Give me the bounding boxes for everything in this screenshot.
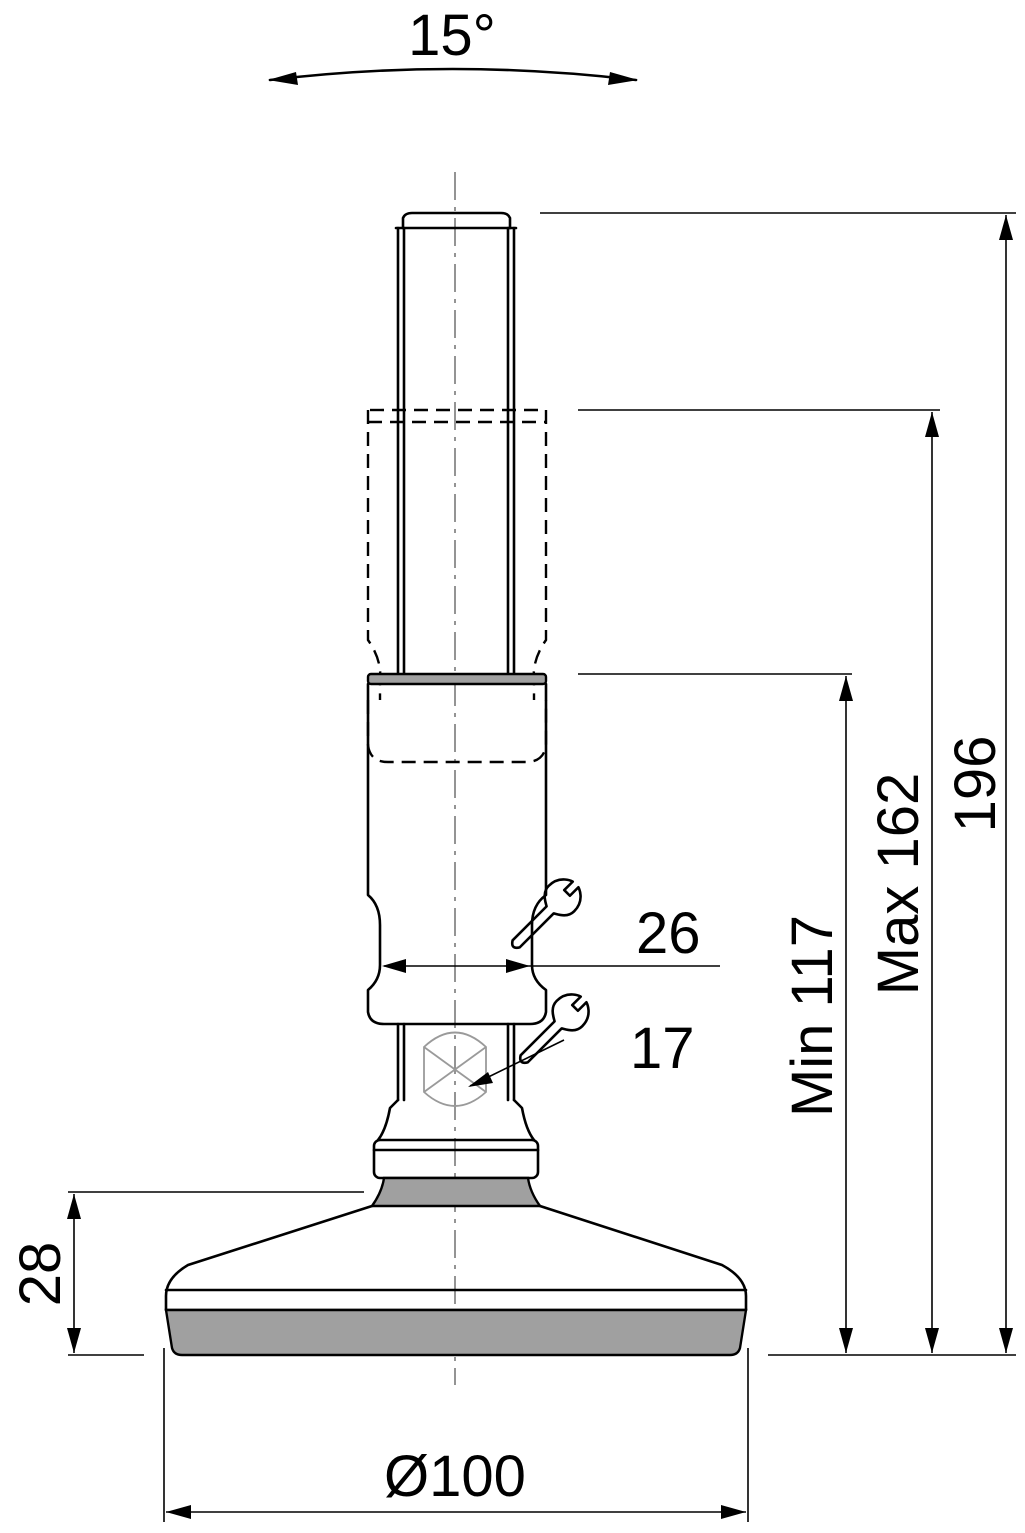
dim-min-height: Min 117 [578,673,853,1353]
wrench-26-dimension: 26 [382,878,720,973]
dim-base-height: 28 [8,1191,364,1356]
neck-hex [376,1022,536,1142]
base-rubber-pad [164,1308,748,1357]
base-height-label: 28 [8,1242,73,1307]
max-height-label: Max 162 [866,773,931,995]
adjustment-sleeve [366,672,548,1026]
base-diameter-label: Ø100 [384,1444,526,1509]
dim-total-height: 196 [540,212,1016,1356]
dim-max-height: Max 162 [578,409,940,1353]
min-height-label: Min 117 [780,915,845,1117]
spindle [394,211,518,676]
ball-joint-collar [369,1138,543,1208]
angle-label: 15° [408,3,496,68]
dim-base-diameter: Ø100 [163,1348,749,1522]
raised-position-outline [366,408,548,764]
wrench-17-dimension: 17 [468,993,695,1087]
total-height-label: 196 [943,736,1008,833]
sleeve-top-cap [366,672,548,686]
wrench-icon [510,878,582,950]
wrench-icon [518,993,590,1065]
base-plate [164,1204,748,1357]
wrench-26-label: 26 [636,901,701,966]
wrench-17-label: 17 [630,1016,695,1081]
rubber-ring [369,1176,543,1208]
tilt-angle-indicator: 15° [268,3,638,85]
